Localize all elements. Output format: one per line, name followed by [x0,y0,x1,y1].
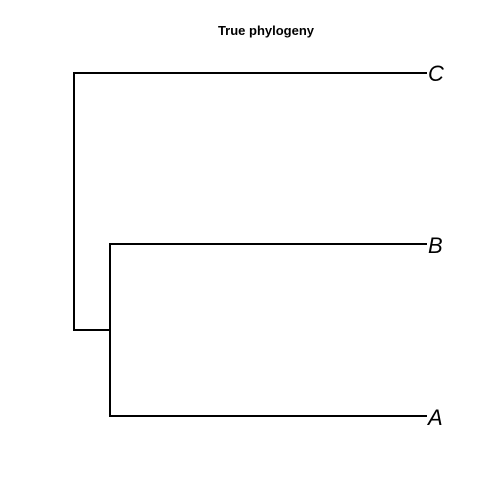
tip-label-b: B [428,233,443,258]
tip-label-a: A [426,405,443,430]
diagram-title: True phylogeny [218,23,315,38]
tip-label-c: C [428,61,444,86]
